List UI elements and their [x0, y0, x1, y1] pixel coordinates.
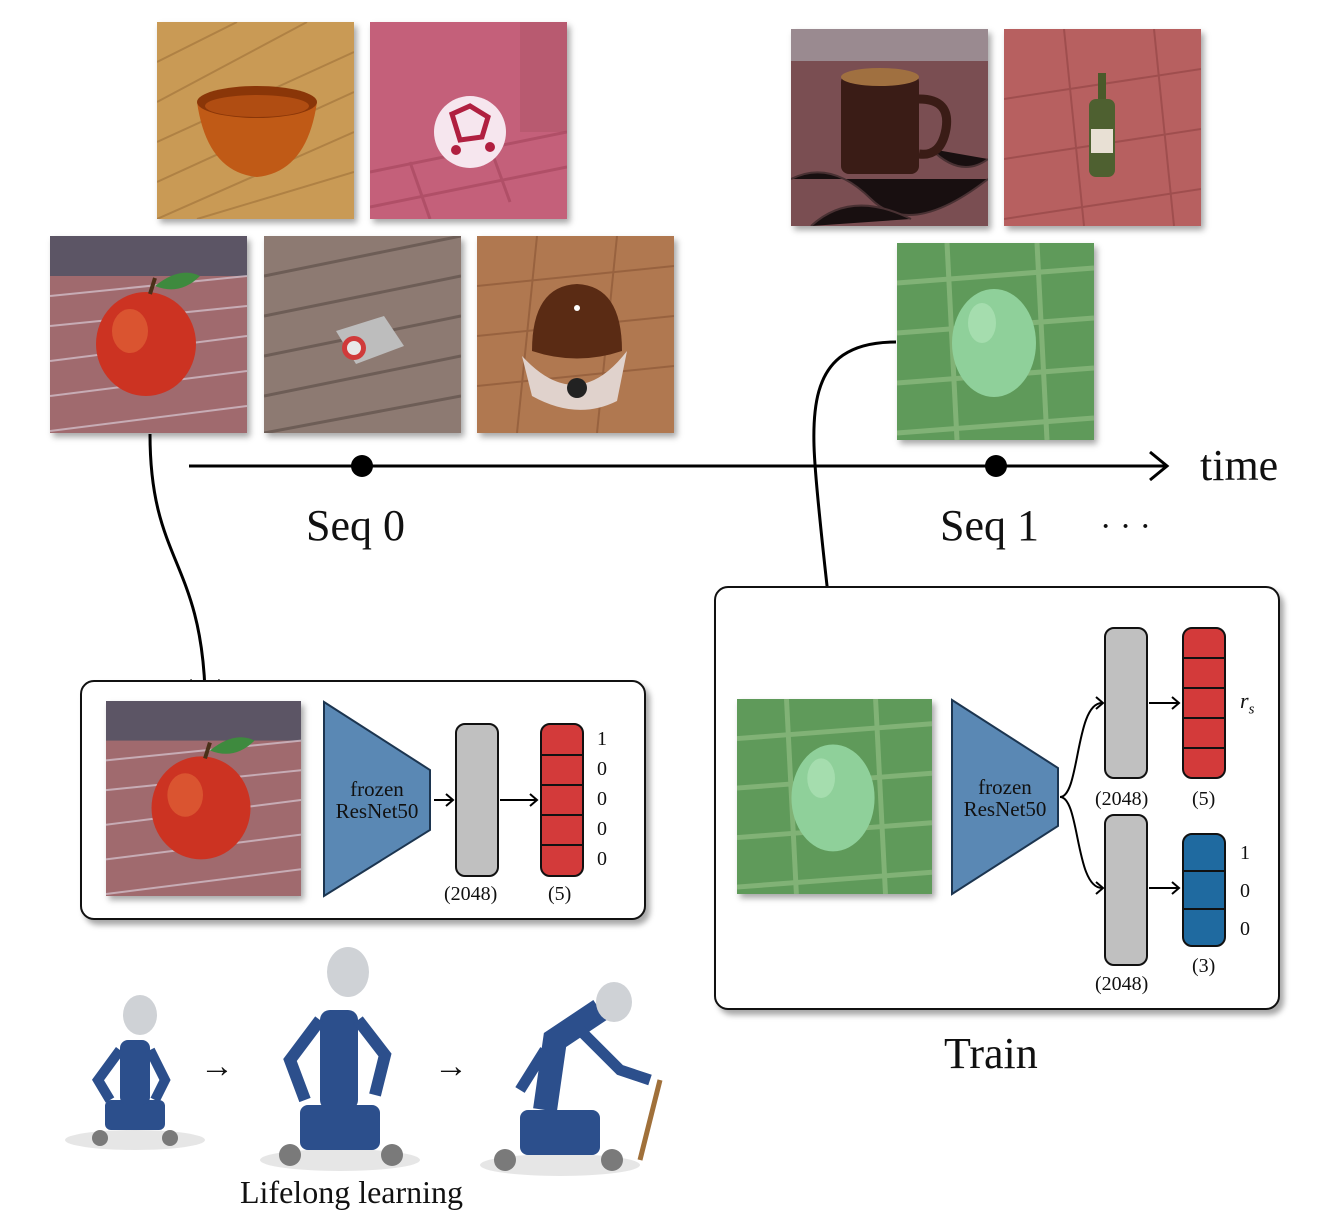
seq1-target-1: 0 [1240, 880, 1250, 902]
seq1-marker [985, 455, 1007, 477]
seq1-head2-out: (3) [1192, 955, 1216, 977]
photo-mug [791, 29, 988, 226]
seq1-head2-dim: (2048) [1095, 973, 1149, 995]
robot-arrow-1: → [200, 1048, 234, 1085]
seq1-input-image [737, 699, 932, 894]
photo-apple [50, 236, 247, 433]
seq0-feature-dim: (2048) [444, 883, 498, 905]
seq0-flow-arrow [148, 433, 207, 691]
seq0-marker [351, 455, 373, 477]
seq0-target-4: 0 [597, 848, 607, 870]
seq0-output-dim: (5) [548, 883, 572, 905]
seq1-encoder-label: frozen ResNet50 [963, 775, 1047, 821]
seq1-label: Seq 1 [940, 501, 1039, 550]
seq0-target-1: 0 [597, 758, 607, 780]
robot-caption: Lifelong learning [240, 1174, 464, 1210]
photo-bowl [157, 22, 354, 219]
robot-stage-1 [65, 995, 205, 1150]
seq1-head1-dim: (2048) [1095, 788, 1149, 810]
ellipsis: · · · [1100, 508, 1151, 545]
robot-arrow-2: → [434, 1048, 468, 1085]
photo-egg [897, 243, 1094, 440]
timeline-axis [189, 450, 1170, 482]
seq1-target-2: 0 [1240, 918, 1250, 940]
seq1-head1-out: (5) [1192, 788, 1216, 810]
seq1-target-0: 1 [1240, 842, 1250, 864]
photo-cap [477, 236, 674, 433]
seq1-caption: Train [944, 1029, 1038, 1078]
seq0-encoder-label: frozen ResNet50 [335, 777, 419, 823]
robot-stage-2 [260, 947, 420, 1171]
photo-ball [370, 22, 567, 219]
seq0-label: Seq 0 [306, 501, 405, 550]
seq0-target-2: 0 [597, 788, 607, 810]
seq0-target-0: 1 [597, 728, 607, 750]
time-axis-label: time [1200, 441, 1279, 490]
robot-stage-3 [480, 982, 663, 1176]
seq0-target-3: 0 [597, 818, 607, 840]
seq1-head1-label: rs [1240, 688, 1255, 718]
seq0-input-image [106, 701, 301, 896]
photo-camera [264, 236, 461, 433]
photo-bottle [1004, 29, 1201, 226]
